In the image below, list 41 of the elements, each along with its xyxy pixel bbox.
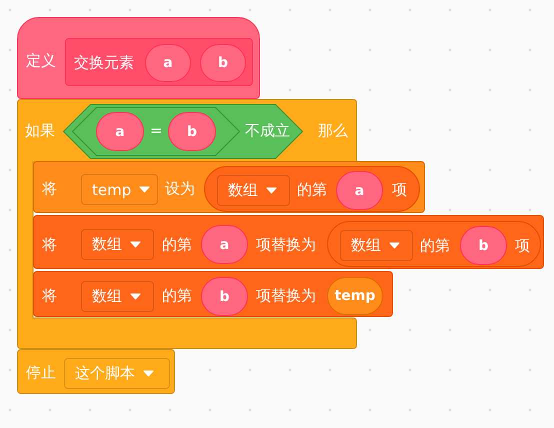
dropdown: temp — [81, 174, 158, 205]
block-label: 将 — [42, 238, 57, 252]
block-label: 那么 — [318, 124, 348, 138]
block-label: 的第 — [297, 182, 327, 198]
block-label: 停止 — [26, 366, 56, 380]
argument-reporter: b — [200, 44, 246, 82]
argument-reporter: b — [201, 277, 248, 316]
dropdown: 数组 — [81, 229, 154, 260]
define-block — [17, 17, 260, 99]
block-label: 项替换为 — [256, 238, 316, 252]
dropdown: 这个脚本 — [64, 358, 170, 389]
block-label: 项替换为 — [256, 288, 316, 304]
set-block — [33, 161, 425, 213]
equals-block — [72, 107, 240, 156]
item-reporter — [204, 166, 420, 212]
block-label: 的第 — [420, 238, 450, 254]
argument-reporter: a — [145, 44, 191, 82]
dropdown: 数组 — [340, 230, 413, 261]
replace-block — [33, 271, 393, 317]
variable-reporter: temp — [327, 277, 383, 315]
block-label: 不成立 — [245, 124, 290, 138]
item-reporter — [327, 221, 541, 267]
argument-reporter: b — [460, 226, 507, 265]
block-label: 如果 — [25, 124, 55, 138]
block-label: = — [150, 124, 163, 138]
dropdown: 数组 — [81, 281, 154, 312]
block-label: 的第 — [162, 288, 192, 304]
stop-block — [17, 349, 175, 394]
block-label: 设为 — [165, 182, 195, 196]
block-label: 将 — [42, 288, 57, 304]
custom-block — [65, 38, 253, 86]
block-label: 项 — [392, 182, 407, 198]
block-label: 交换元素 — [74, 56, 134, 70]
block-label: 项 — [515, 238, 530, 254]
block-label: 定义 — [26, 54, 56, 68]
block-label: 将 — [42, 182, 57, 196]
replace-block — [33, 215, 544, 269]
block-label: 的第 — [162, 238, 192, 252]
dropdown: 数组 — [217, 175, 290, 206]
argument-reporter: a — [201, 225, 248, 264]
argument-reporter: a — [336, 171, 383, 210]
